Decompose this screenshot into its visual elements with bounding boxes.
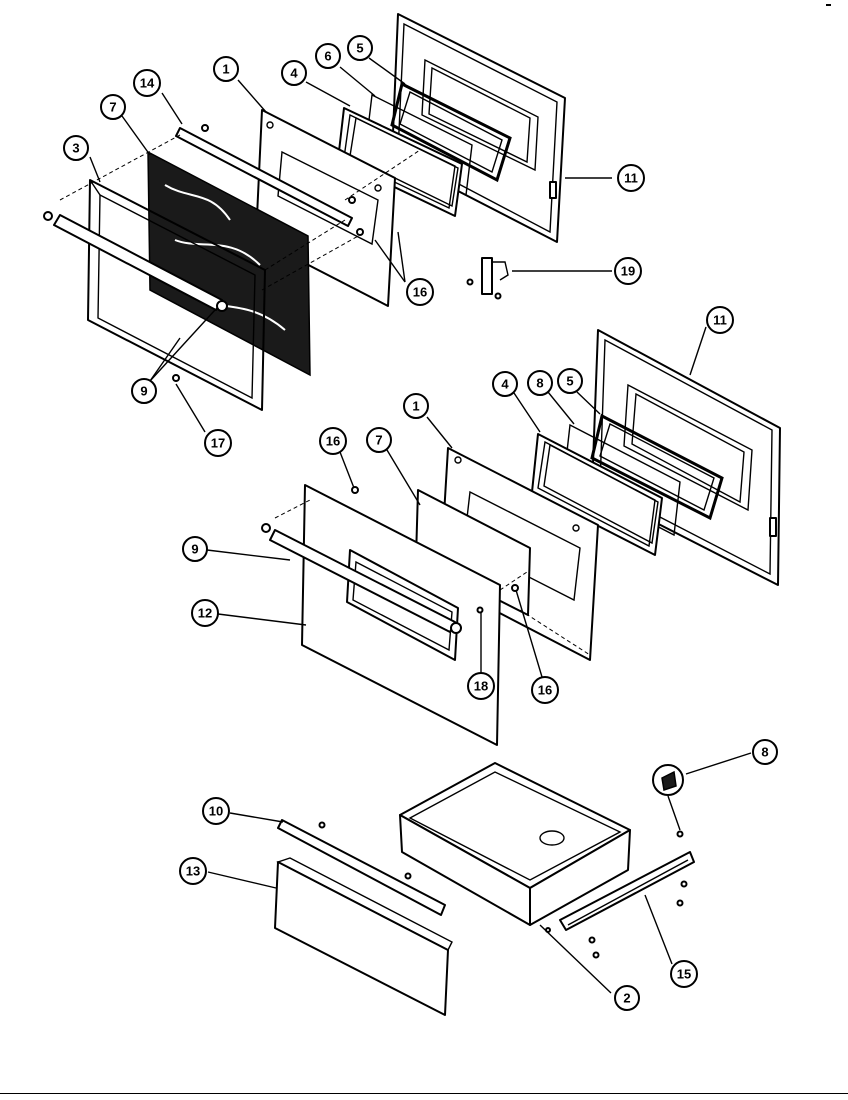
callout-5-upper: 5	[347, 35, 373, 61]
callout-12: 12	[191, 599, 219, 627]
svg-text:9: 9	[140, 384, 147, 399]
callout-16-upper: 16	[406, 278, 434, 306]
svg-text:12: 12	[198, 606, 212, 621]
callout-9-upper: 9	[131, 378, 157, 404]
lower-glass-pack	[531, 433, 663, 556]
lower-window-frame	[590, 413, 724, 521]
callout-6: 6	[315, 43, 341, 69]
svg-text:8: 8	[761, 745, 768, 760]
svg-text:2: 2	[623, 991, 630, 1006]
svg-text:7: 7	[375, 433, 382, 448]
svg-text:14: 14	[140, 76, 155, 91]
svg-text:5: 5	[356, 41, 363, 56]
callout-15: 15	[670, 960, 698, 988]
callout-1-lower: 1	[403, 393, 429, 419]
callout-13: 13	[179, 857, 207, 885]
callout-3: 3	[63, 135, 89, 161]
svg-text:17: 17	[211, 436, 225, 451]
callout-8-lower: 8	[527, 370, 553, 396]
svg-text:1: 1	[222, 62, 229, 77]
callout-18: 18	[467, 672, 495, 700]
svg-text:15: 15	[677, 967, 691, 982]
lower-door-assembly	[261, 329, 781, 746]
callout-4-lower: 4	[492, 371, 518, 397]
callout-16-lower-bottom: 16	[531, 676, 559, 704]
drawer-clip	[652, 764, 684, 796]
callout-10: 10	[202, 797, 230, 825]
svg-text:16: 16	[538, 683, 552, 698]
svg-text:4: 4	[501, 377, 509, 392]
svg-text:10: 10	[209, 804, 223, 819]
drawer-box	[399, 762, 631, 926]
svg-text:18: 18	[474, 679, 488, 694]
corner-mark	[826, 4, 831, 6]
leader-lines	[89, 57, 752, 994]
footer-rule	[0, 1093, 848, 1094]
hinge-bracket	[466, 257, 509, 300]
callout-11-upper: 11	[617, 164, 645, 192]
svg-text:16: 16	[326, 434, 340, 449]
callout-7-lower: 7	[366, 427, 392, 453]
svg-text:6: 6	[324, 49, 331, 64]
svg-text:11: 11	[713, 313, 727, 328]
lower-outer-door-panel	[591, 329, 781, 586]
callout-16-lower-top: 16	[319, 427, 347, 455]
svg-text:4: 4	[290, 66, 298, 81]
upper-door-assembly	[43, 13, 566, 411]
svg-text:7: 7	[109, 100, 116, 115]
lower-handle	[261, 523, 462, 634]
callout-2: 2	[614, 985, 640, 1011]
svg-text:13: 13	[186, 864, 200, 879]
callout-5-lower: 5	[557, 368, 583, 394]
svg-text:19: 19	[621, 264, 635, 279]
svg-text:11: 11	[624, 171, 638, 186]
callout-7-upper: 7	[100, 94, 126, 120]
callout-17: 17	[204, 429, 232, 457]
callout-9-lower: 9	[182, 536, 208, 562]
callout-1-upper: 1	[213, 56, 239, 82]
svg-text:3: 3	[72, 141, 79, 156]
drawer-front-panel	[274, 857, 453, 1016]
drawer-assembly	[274, 762, 695, 1016]
drawer-support-bracket	[277, 819, 446, 916]
svg-text:8: 8	[536, 376, 543, 391]
upper-glass-pack	[337, 107, 463, 217]
svg-text:9: 9	[191, 542, 198, 557]
upper-top-trim	[175, 127, 353, 227]
upper-window-frame	[390, 81, 512, 183]
svg-text:16: 16	[413, 285, 427, 300]
callout-14: 14	[133, 69, 161, 97]
svg-text:1: 1	[412, 399, 419, 414]
callout-11-lower: 11	[706, 306, 734, 334]
upper-handle	[43, 211, 228, 312]
callout-8-drawer: 8	[752, 739, 778, 765]
callout-19: 19	[614, 257, 642, 285]
svg-text:5: 5	[566, 374, 573, 389]
callout-4-upper: 4	[281, 60, 307, 86]
